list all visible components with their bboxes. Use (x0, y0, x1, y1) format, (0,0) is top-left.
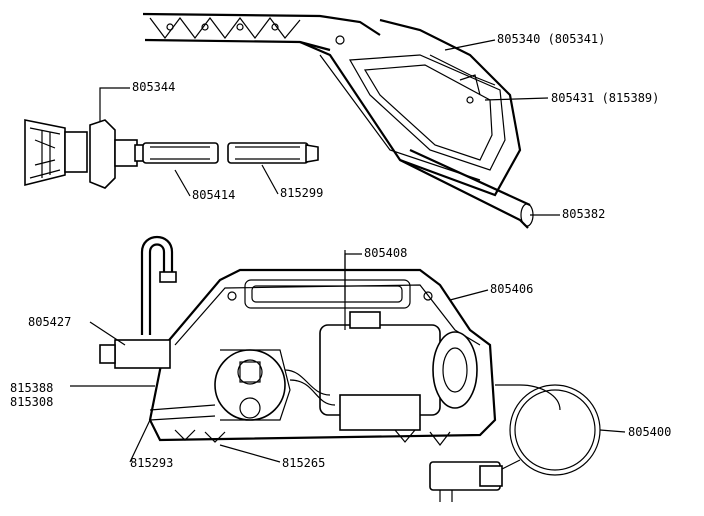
label-lance-tube: 805382 (562, 207, 606, 221)
label-extension-tube: 815299 (280, 186, 324, 200)
label-lance-handle: 805340 (805341) (497, 32, 606, 46)
label-hose: 805408 (364, 246, 408, 260)
label-pump-a: 815388 (10, 381, 54, 395)
leader-lines (70, 39, 626, 463)
main-unit-drawing (99, 236, 601, 502)
label-nozzle-tube: 805414 (192, 188, 236, 202)
label-housing: 805406 (490, 282, 534, 296)
label-nozzle: 805344 (132, 80, 176, 94)
nozzle-assembly-drawing (24, 119, 319, 189)
label-trigger: 805431 (815389) (551, 91, 660, 105)
label-power-cord: 805400 (628, 425, 672, 439)
label-inlet-fitting: 805427 (28, 315, 72, 329)
label-drain-tube: 815293 (130, 456, 174, 470)
label-pump-b: 815308 (10, 395, 54, 409)
lance-handle-drawing (142, 12, 534, 229)
label-clamp: 815265 (282, 456, 326, 470)
